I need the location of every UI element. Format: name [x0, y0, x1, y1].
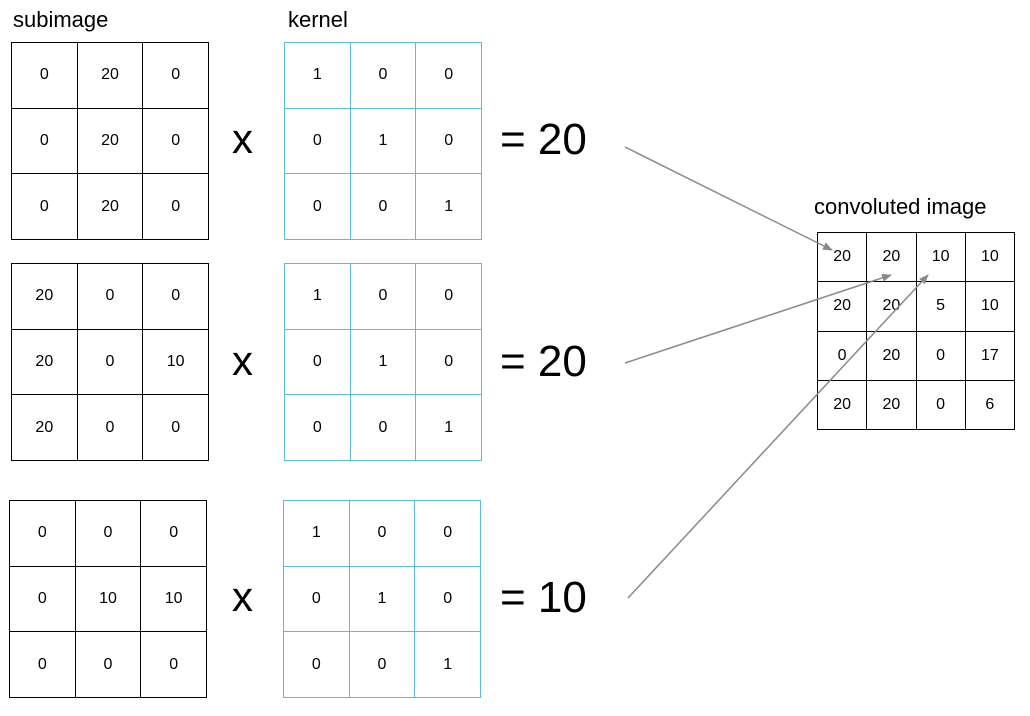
grid-cell: 0: [77, 329, 144, 396]
grid-cell: 0: [12, 108, 78, 175]
grid-cell: 0: [916, 380, 966, 430]
grid-cell: 10: [143, 329, 209, 396]
arrow-1: [624, 146, 833, 251]
grid-cell: 0: [416, 108, 482, 175]
kernel-grid-1: 1 0 0 0 1 0 0 0 1: [284, 42, 482, 240]
grid-cell: 10: [965, 233, 1015, 283]
grid-cell: 0: [143, 395, 209, 461]
grid-cell: 10: [916, 233, 966, 283]
grid-cell: 0: [284, 566, 350, 633]
grid-cell: 20: [818, 282, 868, 332]
grid-cell: 0: [285, 329, 351, 396]
grid-cell: 0: [12, 43, 78, 109]
grid-cell: 1: [285, 264, 351, 330]
grid-cell: 0: [416, 264, 482, 330]
grid-cell: 20: [867, 282, 917, 332]
grid-cell: 0: [350, 43, 417, 109]
kernel-label: kernel: [288, 7, 348, 32]
grid-cell: 5: [916, 282, 966, 332]
grid-cell: 0: [12, 174, 78, 240]
result-1: = 20: [500, 115, 587, 164]
grid-cell: 0: [916, 331, 966, 381]
grid-cell: 10: [75, 566, 142, 633]
grid-cell: 0: [75, 632, 142, 698]
subimage-grid-2: 20 0 0 20 0 10 20 0 0: [11, 263, 209, 461]
grid-cell: 0: [10, 566, 76, 633]
grid-cell: 0: [350, 395, 417, 461]
result-3: = 10: [500, 573, 587, 622]
subimage-grid-3: 0 0 0 0 10 10 0 0 0: [9, 500, 207, 698]
grid-cell: 0: [143, 174, 209, 240]
grid-cell: 0: [285, 395, 351, 461]
grid-cell: 0: [415, 566, 481, 633]
grid-cell: 20: [77, 43, 144, 109]
grid-cell: 0: [10, 501, 76, 567]
grid-cell: 0: [349, 632, 416, 698]
multiply-operator-1: x: [232, 115, 253, 162]
grid-cell: 0: [285, 108, 351, 175]
grid-cell: 0: [141, 501, 207, 567]
grid-cell: 20: [77, 174, 144, 240]
grid-cell: 0: [143, 264, 209, 330]
grid-cell: 0: [143, 43, 209, 109]
multiply-operator-3: x: [232, 573, 253, 620]
grid-cell: 0: [77, 264, 144, 330]
grid-cell: 20: [818, 380, 868, 430]
subimage-grid-1: 0 20 0 0 20 0 0 20 0: [11, 42, 209, 240]
grid-cell: 20: [12, 395, 78, 461]
grid-cell: 1: [415, 632, 481, 698]
grid-cell: 0: [285, 174, 351, 240]
grid-cell: 1: [285, 43, 351, 109]
grid-cell: 0: [143, 108, 209, 175]
kernel-grid-2: 1 0 0 0 1 0 0 0 1: [284, 263, 482, 461]
grid-cell: 0: [349, 501, 416, 567]
grid-cell: 0: [75, 501, 142, 567]
grid-cell: 10: [965, 282, 1015, 332]
convoluted-image-label: convoluted image: [814, 194, 987, 219]
grid-cell: 1: [350, 108, 417, 175]
grid-cell: 1: [349, 566, 416, 633]
grid-cell: 20: [867, 380, 917, 430]
grid-cell: 17: [965, 331, 1015, 381]
grid-cell: 20: [818, 233, 868, 283]
grid-cell: 0: [10, 632, 76, 698]
grid-cell: 0: [284, 632, 350, 698]
grid-cell: 0: [141, 632, 207, 698]
grid-cell: 20: [77, 108, 144, 175]
subimage-label: subimage: [13, 7, 109, 32]
grid-cell: 1: [284, 501, 350, 567]
convoluted-image-grid: 20 20 10 10 20 20 5 10 0 20 0 17 20 20 0…: [817, 232, 1015, 430]
multiply-operator-2: x: [232, 337, 253, 384]
grid-cell: 0: [77, 395, 144, 461]
grid-cell: 10: [141, 566, 207, 633]
grid-cell: 0: [350, 174, 417, 240]
grid-cell: 6: [965, 380, 1015, 430]
grid-cell: 1: [416, 174, 482, 240]
grid-cell: 20: [867, 233, 917, 283]
grid-cell: 0: [350, 264, 417, 330]
grid-cell: 20: [867, 331, 917, 381]
grid-cell: 1: [416, 395, 482, 461]
grid-cell: 20: [12, 329, 78, 396]
result-2: = 20: [500, 337, 587, 386]
grid-cell: 20: [12, 264, 78, 330]
grid-cell: 0: [416, 329, 482, 396]
grid-cell: 0: [416, 43, 482, 109]
grid-cell: 1: [350, 329, 417, 396]
kernel-grid-3: 1 0 0 0 1 0 0 0 1: [283, 500, 481, 698]
grid-cell: 0: [818, 331, 868, 381]
grid-cell: 0: [415, 501, 481, 567]
